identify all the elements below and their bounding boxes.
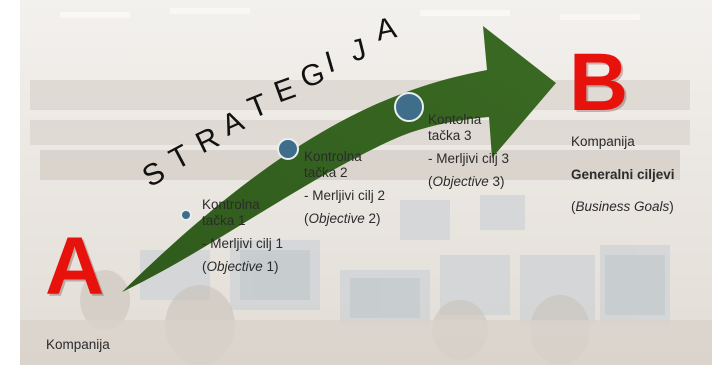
checkpoint-2-objective: (Objective 2) — [304, 211, 385, 227]
checkpoint-1-objective-word: Objective — [206, 259, 263, 274]
start-company-label: Kompanija — [46, 337, 110, 352]
strategy-arrow-shape — [122, 26, 556, 292]
checkpoint-1-objective-num: 1) — [262, 259, 279, 274]
end-goal-note-open: ( — [571, 199, 576, 214]
checkpoint-2-text: Kontrolna tačka 2 - Merljivi cilj 2 (Obj… — [304, 149, 385, 227]
checkpoint-3-name-line2: tačka 3 — [428, 128, 472, 143]
checkpoint-2-name-line1: Kontrolna — [304, 149, 362, 164]
checkpoint-2-paren: ( — [304, 211, 309, 226]
checkpoint-2-objective-num: 2) — [364, 211, 381, 226]
checkpoint-3-marker — [394, 92, 424, 122]
checkpoint-3-target: - Merljivi cilj 3 — [428, 151, 509, 166]
checkpoint-3-paren: ( — [428, 174, 433, 189]
checkpoint-1-marker — [180, 209, 192, 221]
checkpoint-1-paren: ( — [202, 259, 207, 274]
checkpoint-1-objective: (Objective 1) — [202, 259, 283, 275]
checkpoint-3-objective-num: 3) — [488, 174, 505, 189]
checkpoint-2-name-line2: tačka 2 — [304, 165, 348, 180]
checkpoint-1-target: - Merljivi cilj 1 — [202, 236, 283, 251]
end-goal-title: Generalni ciljevi — [571, 167, 675, 182]
end-company-label: Kompanija — [571, 134, 635, 149]
checkpoint-2-target: - Merljivi cilj 2 — [304, 188, 385, 203]
checkpoint-2-marker — [277, 138, 299, 160]
checkpoint-3-name-line1: Kontolna — [428, 112, 482, 127]
start-letter-a: A — [45, 221, 105, 312]
end-goal-note-close: ) — [669, 199, 674, 214]
checkpoint-markers — [180, 92, 424, 221]
checkpoint-3-objective: (Objective 3) — [428, 174, 509, 190]
checkpoint-1-name-line1: Kontrolna — [202, 197, 260, 212]
checkpoint-2-objective-word: Objective — [308, 211, 365, 226]
end-goal-note-italic: Business Goals — [575, 199, 670, 214]
end-goal-note: (Business Goals) — [571, 199, 674, 215]
end-letter-b: B — [569, 37, 629, 128]
checkpoint-1-name-line2: tačka 1 — [202, 213, 246, 228]
checkpoint-3-text: Kontolna tačka 3 - Merljivi cilj 3 (Obje… — [428, 112, 509, 190]
checkpoint-3-objective-word: Objective — [432, 174, 489, 189]
checkpoint-1-text: Kontrolna tačka 1 - Merljivi cilj 1 (Obj… — [202, 197, 283, 275]
